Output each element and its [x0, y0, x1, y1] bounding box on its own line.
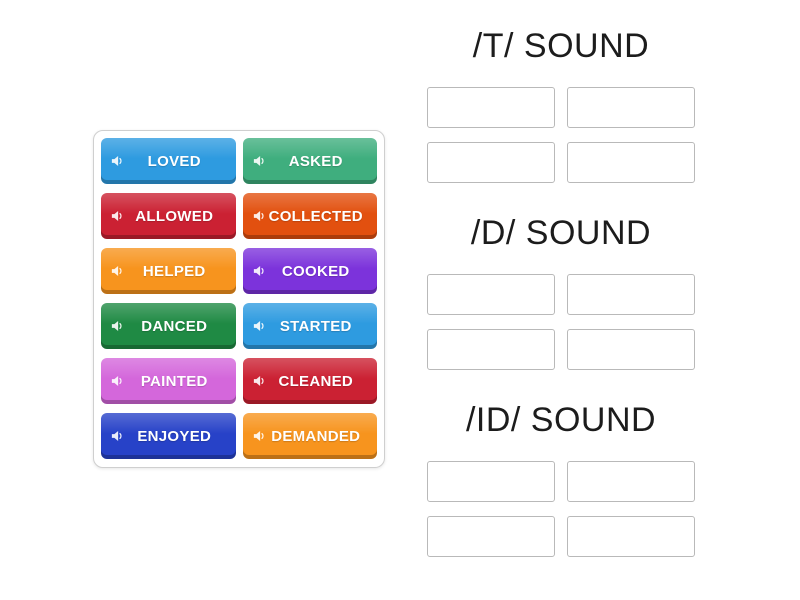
drop-slot[interactable]	[567, 515, 695, 557]
drop-slot[interactable]	[567, 273, 695, 315]
speaker-icon	[252, 154, 267, 169]
drop-slot[interactable]	[427, 460, 555, 502]
drop-slot[interactable]	[567, 86, 695, 128]
sound-group-t: /T/ SOUND	[427, 26, 695, 183]
group-title-id: /ID/ SOUND	[465, 401, 657, 439]
drop-slot-grid-d	[427, 273, 695, 370]
word-tile-panel: LOVED ASKED ALLOWED COLLECTED HELPED	[93, 130, 385, 468]
speaker-icon	[252, 209, 267, 224]
word-tile-label: ALLOWED	[135, 207, 214, 225]
sound-group-d: /D/ SOUND	[427, 213, 695, 370]
word-tile-danced[interactable]: DANCED	[101, 303, 236, 349]
sound-group-id: /ID/ SOUND	[427, 400, 695, 557]
word-tile-label: HELPED	[142, 262, 206, 280]
drop-slot[interactable]	[427, 273, 555, 315]
speaker-icon	[110, 264, 125, 279]
speaker-icon	[110, 209, 125, 224]
speaker-icon	[110, 319, 125, 334]
word-tile-asked[interactable]: ASKED	[242, 138, 377, 184]
word-tile-started[interactable]: STARTED	[242, 303, 377, 349]
word-tile-cooked[interactable]: COOKED	[242, 248, 377, 294]
word-tile-label: COLLECTED	[268, 207, 363, 225]
word-tile-label: PAINTED	[140, 372, 208, 390]
drop-slot[interactable]	[567, 328, 695, 370]
word-tile-label: CLEANED	[278, 372, 354, 390]
word-tile-label: STARTED	[279, 317, 352, 335]
word-tile-label: ENJOYED	[137, 427, 212, 445]
drop-slot[interactable]	[567, 460, 695, 502]
speaker-icon	[252, 374, 267, 389]
group-title-t: /T/ SOUND	[472, 27, 650, 65]
drop-slot[interactable]	[567, 141, 695, 183]
speaker-icon	[110, 429, 125, 444]
speaker-icon	[252, 264, 267, 279]
group-title-d: /D/ SOUND	[470, 214, 652, 252]
speaker-icon	[110, 154, 125, 169]
word-tile-enjoyed[interactable]: ENJOYED	[101, 413, 236, 459]
word-tile-cleaned[interactable]: CLEANED	[242, 358, 377, 404]
word-tile-helped[interactable]: HELPED	[101, 248, 236, 294]
speaker-icon	[252, 429, 267, 444]
word-tile-painted[interactable]: PAINTED	[101, 358, 236, 404]
word-tile-collected[interactable]: COLLECTED	[242, 193, 377, 239]
word-tile-label: LOVED	[147, 152, 201, 170]
drop-slot[interactable]	[427, 328, 555, 370]
drop-slot[interactable]	[427, 515, 555, 557]
speaker-icon	[252, 319, 267, 334]
word-tile-loved[interactable]: LOVED	[101, 138, 236, 184]
word-tile-label: DEMANDED	[271, 427, 361, 445]
word-tile-label: COOKED	[281, 262, 350, 280]
drop-slot-grid-id	[427, 460, 695, 557]
word-tile-label: ASKED	[288, 152, 343, 170]
drop-slot[interactable]	[427, 86, 555, 128]
word-tile-allowed[interactable]: ALLOWED	[101, 193, 236, 239]
drop-slot[interactable]	[427, 141, 555, 183]
speaker-icon	[110, 374, 125, 389]
word-tile-label: DANCED	[141, 317, 208, 335]
word-tile-demanded[interactable]: DEMANDED	[242, 413, 377, 459]
drop-slot-grid-t	[427, 86, 695, 183]
